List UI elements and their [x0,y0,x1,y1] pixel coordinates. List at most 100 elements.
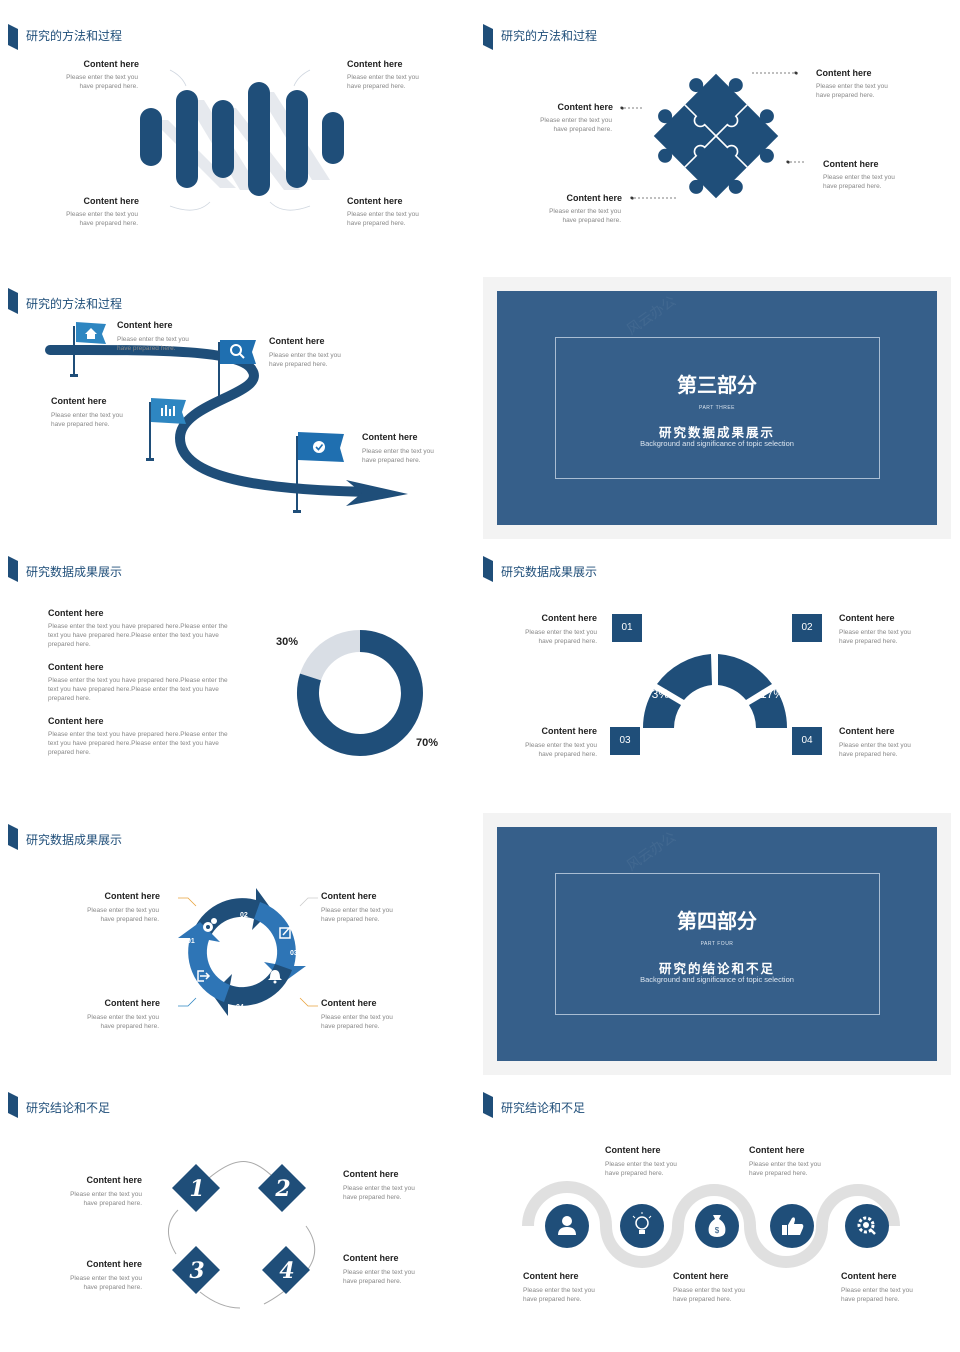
slide-title: 研究结论和不足 [26,1101,111,1115]
content-heading: Content here [321,998,377,1008]
slide-results-cycle: 研究数据成果展示 02 03 04 01 Content here Please… [0,814,470,1076]
slide-title: 研究结论和不足 [501,1101,586,1115]
content-heading: Content here [86,1259,142,1269]
content-text: Please enter the text you have prepared … [48,677,228,702]
slide-title: 研究的方法和过程 [26,297,123,311]
slide-methods-bars: 研究的方法和过程 Content here Please enter the t… [0,10,470,272]
content-heading: Content here [749,1145,805,1155]
cover-panel: 风云办公 第四部分 PART FOUR 研究的结论和不足 Background … [497,827,937,1061]
donut-label-small: 30% [276,636,299,648]
section-title: 第三部分 [677,373,757,397]
content-heading: Content here [269,336,325,346]
content-heading: Content here [347,196,403,206]
arc-seg-73: 73% [645,687,670,701]
section-part-label: PART THREE [698,405,736,411]
slide-results-donut: 研究数据成果展示 30% 70% Content here Please ent… [0,546,470,808]
content-heading: Content here [117,320,173,330]
slide-conclusion-diamonds: 研究结论和不足 1 2 3 4 Content here Please ente… [0,1082,470,1344]
number-box: 03 [610,727,640,755]
content-heading: Content here [541,613,597,623]
slide-results-arc: 研究数据成果展示 25% 29% 73% 17% 01 02 03 04 Con… [482,546,952,808]
slide-title: 研究数据成果展示 [26,565,123,579]
section-tag-icon [8,556,18,582]
number-box: 04 [792,727,822,755]
content-heading: Content here [83,196,139,206]
section-cover-three: 风云办公 第三部分 PART THREE 研究数据成果展示 Background… [483,277,951,539]
diamond-graphic: 1 2 3 4 [168,1161,316,1309]
cycle-number: 01 [187,938,195,945]
section-english: Background and significance of topic sel… [640,975,794,984]
content-heading: Content here [673,1271,729,1281]
content-heading: Content here [566,193,622,203]
cycle-number: 03 [290,950,298,957]
section-tag-icon [8,824,18,850]
watermark: 风云办公 [624,829,680,875]
content-heading: Content here [343,1253,399,1263]
content-heading: Content here [347,59,403,69]
road-graphic [45,322,408,513]
section-tag-icon [483,556,493,582]
section-tag-icon [8,24,18,50]
wave-graphic: $ [522,1181,900,1268]
content-heading: Content here [104,891,160,901]
content-heading: Content here [523,1271,579,1281]
section-subtitle: 研究数据成果展示 [658,425,775,440]
lightbulb-icon [632,1212,652,1234]
section-title: 第四部分 [677,909,757,933]
arc-seg-29: 29% [732,639,757,653]
content-heading: Content here [362,432,418,442]
content-heading: Content here [343,1169,399,1179]
cycle-number: 04 [236,1004,244,1011]
content-text: Please enter the text you have prepared … [48,731,228,756]
user-icon [558,1216,576,1235]
money-bag-icon: $ [708,1215,726,1237]
cover-frame [555,337,880,479]
section-tag-icon [483,24,493,50]
donut-label-large: 70% [416,737,439,749]
content-heading: Content here [841,1271,897,1281]
content-heading: Content here [104,998,160,1008]
slide-title: 研究的方法和过程 [501,29,598,43]
section-subtitle: 研究的结论和不足 [658,961,775,976]
content-heading: Content here [839,613,895,623]
svg-text:$: $ [715,1226,720,1235]
edit-icon [279,925,292,939]
content-heading: Content here [83,59,139,69]
content-heading: Content here [48,608,104,618]
content-heading: Content here [48,716,104,726]
section-cover-four: 风云办公 第四部分 PART FOUR 研究的结论和不足 Background … [483,813,951,1075]
number-box: 02 [792,614,822,642]
section-tag-icon [8,288,18,314]
diamond-number: 2 [274,1176,290,1202]
content-heading: Content here [321,891,377,901]
content-heading: Content here [48,662,104,672]
content-heading: Content here [816,68,872,78]
cover-frame [555,873,880,1015]
diamond-number: 1 [189,1176,204,1202]
content-heading: Content here [541,726,597,736]
thumbs-up-icon [782,1217,804,1235]
section-tag-icon [8,1092,18,1118]
slide-methods-road: 研究的方法和过程 Co [0,278,470,540]
content-heading: Content here [823,159,879,169]
content-heading: Content here [557,102,613,112]
